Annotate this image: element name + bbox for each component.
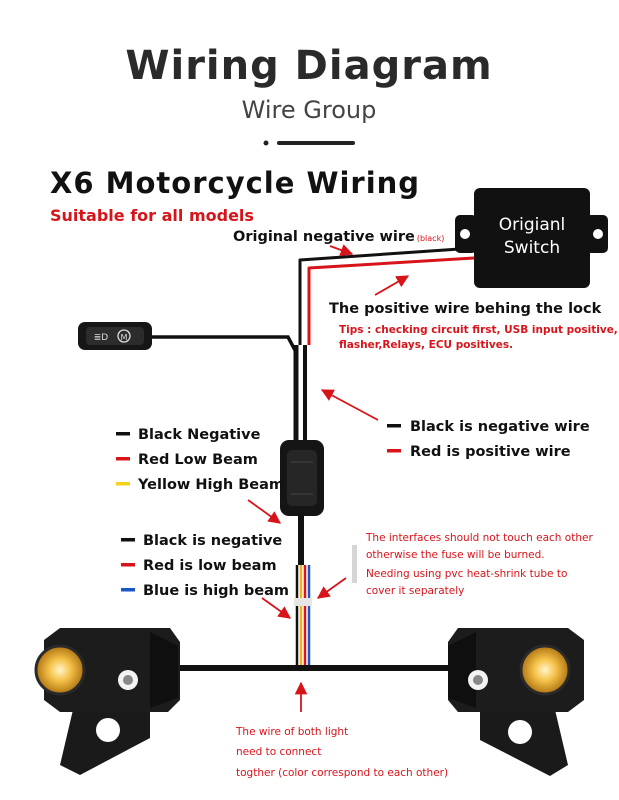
page-subtitle: Wire Group bbox=[242, 96, 377, 124]
right-legend: Black is negative wire Red is positive w… bbox=[387, 419, 590, 460]
bottom-note-line-2: need to connect bbox=[236, 746, 321, 758]
title-divider bbox=[263, 140, 355, 146]
headlight-icon: ≣D bbox=[94, 333, 109, 343]
legend-swatch-black-2 bbox=[116, 432, 130, 436]
legend-red-is-low-beam: Red is low beam bbox=[143, 558, 277, 574]
switch-wires bbox=[298, 246, 475, 345]
arrow-negative-wire bbox=[329, 244, 354, 257]
bottom-note-line-3: togther (color correspond to each other) bbox=[236, 767, 448, 779]
legend-swatch-black bbox=[387, 424, 401, 428]
arrow-interfaces bbox=[316, 577, 347, 599]
legend-blue-is-high-beam: Blue is high beam bbox=[143, 583, 289, 599]
arrow-wire-split bbox=[261, 597, 292, 619]
arrow-harness-input bbox=[320, 389, 379, 421]
legend-swatch-red bbox=[387, 449, 401, 453]
arrow-relay-output bbox=[247, 499, 282, 524]
legend-yellow-high-beam: Yellow High Beam bbox=[137, 477, 284, 493]
left-legend-top: Black Negative Red Low Beam Yellow High … bbox=[116, 427, 284, 493]
switch-label-line2: Switch bbox=[504, 238, 560, 258]
left-light bbox=[34, 628, 180, 775]
arrow-positive-wire bbox=[374, 275, 410, 296]
interface-note-line-4: cover it separately bbox=[366, 585, 464, 597]
legend-black-is-negative: Black is negative bbox=[143, 533, 282, 549]
section-subheading: Suitable for all models bbox=[50, 206, 254, 225]
switch-label-line1: Origianl bbox=[499, 215, 566, 235]
legend-red-low-beam: Red Low Beam bbox=[138, 452, 258, 468]
note-bar bbox=[352, 545, 357, 583]
legend-swatch-red-3 bbox=[121, 563, 135, 567]
main-harness bbox=[293, 345, 312, 668]
interface-note-line-2: otherwise the fuse will be burned. bbox=[366, 549, 545, 561]
original-switch: Origianl Switch bbox=[455, 188, 608, 288]
tips-line-2: flasher,Relays, ECU positives. bbox=[339, 339, 513, 351]
legend-swatch-yellow bbox=[116, 482, 130, 486]
left-legend-bottom: Black is negative Red is low beam Blue i… bbox=[121, 533, 289, 599]
negative-wire-label: Original negative wire(black) bbox=[233, 229, 444, 245]
interface-note-line-1: The interfaces should not touch each oth… bbox=[365, 532, 593, 544]
legend-swatch-red-2 bbox=[116, 457, 130, 461]
legend-red-positive-wire: Red is positive wire bbox=[410, 444, 571, 460]
right-light bbox=[448, 628, 584, 776]
section-heading: X6 Motorcycle Wiring bbox=[50, 166, 420, 200]
handlebar-switch: ≣D M bbox=[78, 322, 298, 353]
bottom-note-line-1: The wire of both light bbox=[235, 726, 348, 738]
right-lens bbox=[521, 646, 569, 694]
legend-swatch-blue bbox=[121, 588, 135, 592]
mode-icon: M bbox=[121, 333, 128, 342]
positive-wire-label: The positive wire behing the lock bbox=[329, 301, 602, 317]
legend-black-negative-wire: Black is negative wire bbox=[410, 419, 590, 435]
legend-swatch-black-3 bbox=[121, 538, 135, 542]
relay-box bbox=[280, 440, 324, 516]
legend-black-negative: Black Negative bbox=[138, 427, 261, 443]
interface-note-line-3: Needing using pvc heat-shrink tube to bbox=[366, 568, 567, 580]
tips-line-1: Tips : checking circuit first, USB input… bbox=[339, 324, 618, 336]
left-lens bbox=[36, 646, 84, 694]
page-title: Wiring Diagram bbox=[125, 43, 492, 89]
